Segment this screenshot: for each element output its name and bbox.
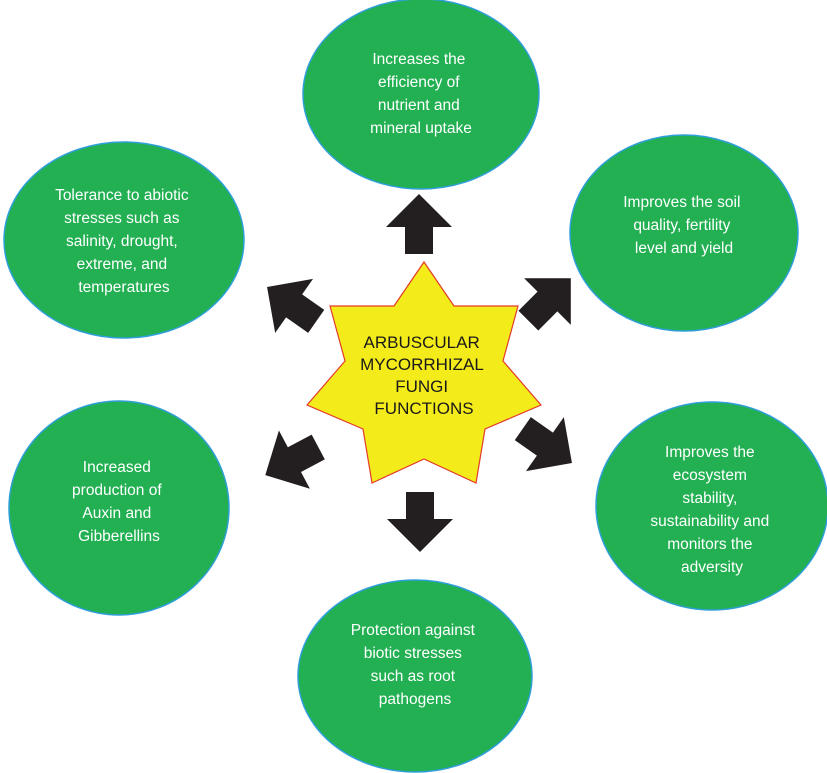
node-label-line: monitors the [667, 536, 752, 553]
node-label-line: pathogens [379, 691, 452, 708]
node-label-line: such as root [371, 668, 456, 685]
node-label: Tolerance to abiotic stresses such as sa… [55, 187, 193, 296]
node-label-line: adversity [681, 559, 743, 576]
node-label-line: Gibberellins [78, 528, 160, 545]
node-label-line: extreme, and [77, 256, 167, 273]
node-label-line: mineral uptake [370, 120, 472, 137]
arrow-to-abiotic-tolerance [267, 278, 325, 333]
node-soil-quality: Improves the soil quality, fertility lev… [569, 134, 799, 332]
node-label-line: salinity, drought, [66, 233, 178, 250]
node-circle [302, 0, 540, 190]
node-label-line: quality, fertility [633, 217, 730, 234]
arrows [265, 194, 572, 552]
node-circle [8, 400, 230, 616]
node-circle [569, 134, 799, 332]
center-label-line: ARBUSCULAR [364, 333, 480, 352]
node-label-line: Improves the [665, 444, 755, 461]
node-label-line: nutrient and [378, 97, 460, 114]
node-nutrient-uptake: Increases the efficiency of nutrient and… [302, 0, 540, 190]
node-label: Protection against biotic stresses such … [351, 622, 479, 708]
node-label-line: stability, [682, 490, 737, 507]
node-biotic-protection: Protection against biotic stresses such … [297, 579, 533, 773]
node-label-line: temperatures [78, 279, 170, 296]
arrow-to-soil-quality [518, 278, 571, 331]
arrow-to-nutrient-uptake [386, 194, 452, 254]
node-hormone-production: Increased production of Auxin and Gibber… [8, 400, 230, 616]
node-label: Increases the efficiency of nutrient and… [370, 51, 472, 137]
node-label-line: sustainability and [650, 513, 769, 530]
node-circle [3, 141, 245, 339]
node-label-line: Increases the [372, 51, 465, 68]
node-label-line: ecosystem [673, 467, 747, 484]
center-label-line: MYCORRHIZAL [360, 355, 483, 374]
node-label-line: Auxin and [82, 505, 151, 522]
node-label-line: Protection against [351, 622, 476, 639]
node-label: Increased production of Auxin and Gibber… [72, 459, 166, 545]
center-star: ARBUSCULAR MYCORRHIZAL FUNGI FUNCTIONS [306, 260, 542, 484]
center-label: ARBUSCULAR MYCORRHIZAL FUNGI FUNCTIONS [360, 333, 488, 418]
node-label: Improves the ecosystem stability, sustai… [650, 444, 773, 576]
node-ecosystem-stability: Improves the ecosystem stability, sustai… [595, 401, 827, 611]
node-label-line: biotic stresses [364, 645, 462, 662]
node-circle [297, 579, 533, 773]
node-label-line: level and yield [635, 240, 733, 257]
center-label-line: FUNCTIONS [374, 399, 473, 418]
node-label: Improves the soil quality, fertility lev… [623, 194, 744, 257]
arrow-to-hormone-production [265, 430, 325, 489]
arrow-to-ecosystem-stability [514, 417, 572, 472]
node-label-line: Improves the soil [623, 194, 740, 211]
node-label-line: Tolerance to abiotic [55, 187, 189, 204]
center-label-line: FUNGI [395, 377, 448, 396]
node-label-line: production of [72, 482, 162, 499]
node-circle [595, 401, 827, 611]
center-star-shape [306, 260, 542, 484]
node-label-line: Increased [83, 459, 151, 476]
node-label-line: stresses such as [64, 210, 180, 227]
arrow-to-biotic-protection [387, 492, 453, 552]
node-abiotic-tolerance: Tolerance to abiotic stresses such as sa… [3, 141, 245, 339]
node-label-line: efficiency of [378, 74, 460, 91]
